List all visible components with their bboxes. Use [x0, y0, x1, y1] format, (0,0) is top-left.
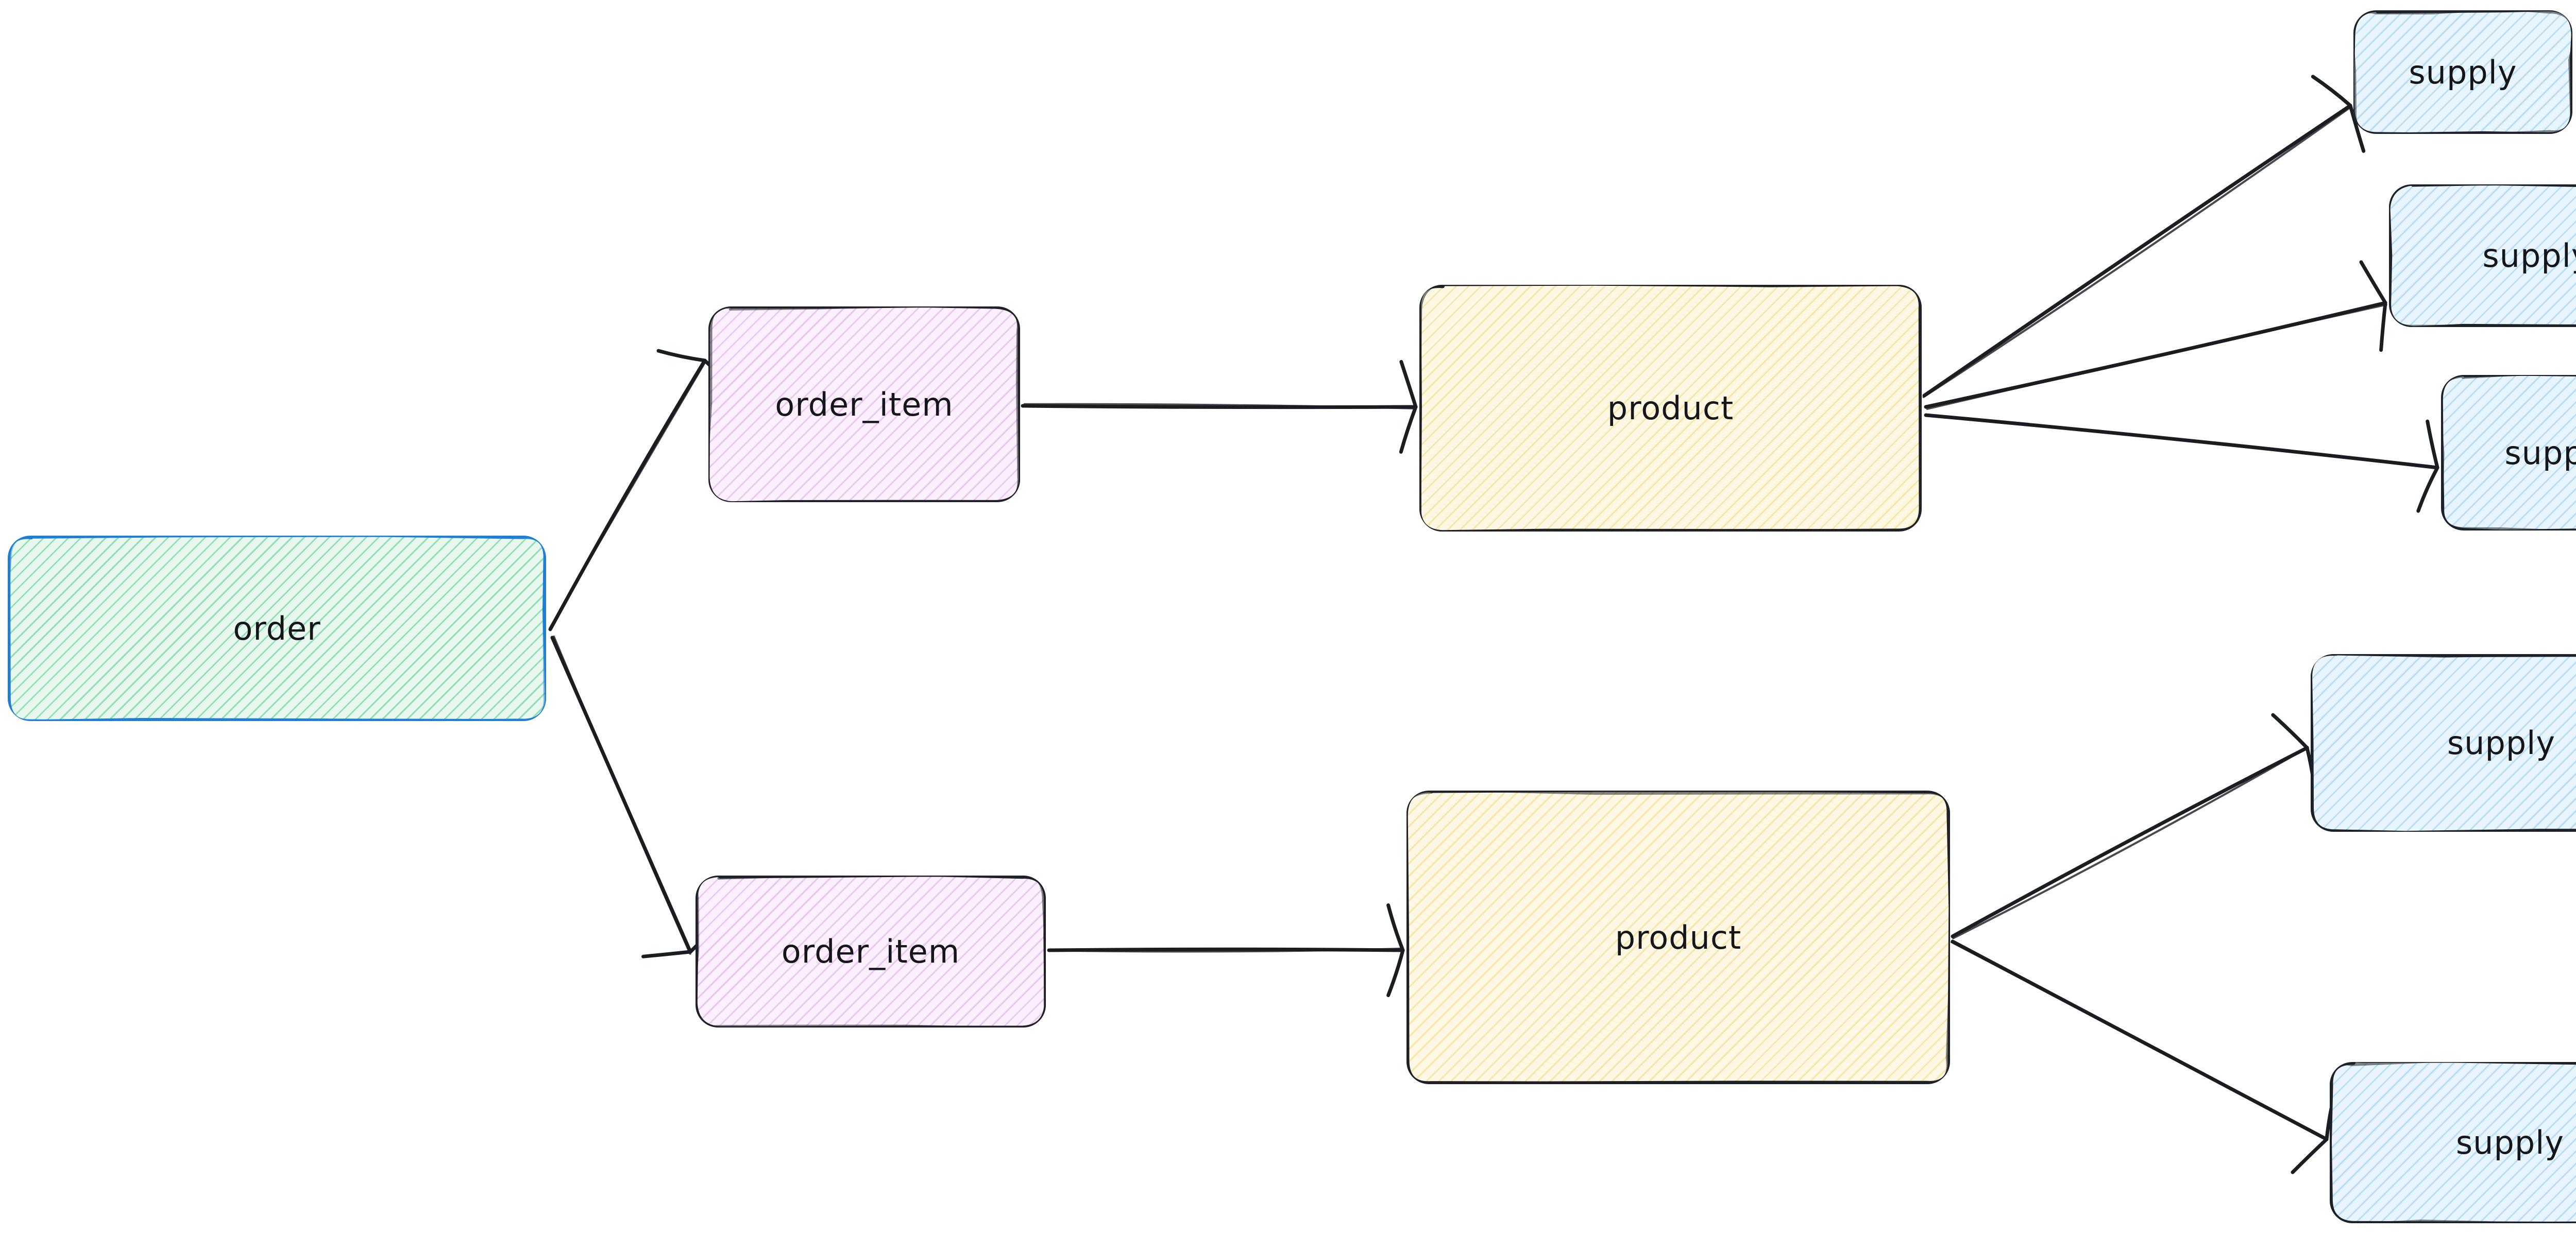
node-supply_2[interactable]: supply — [2389, 184, 2576, 327]
arrowhead-barb — [2379, 301, 2387, 352]
arrowhead-barb — [1399, 405, 1418, 454]
arrowhead-barb — [641, 950, 692, 958]
arrowhead-barb — [2271, 713, 2309, 750]
node-order_item_2[interactable]: order_item — [696, 876, 1046, 1028]
arrowhead-barb — [2291, 1137, 2329, 1174]
node-supply_5[interactable]: supply — [2330, 1062, 2576, 1223]
edge-order-to-order_item_2[interactable] — [550, 636, 728, 958]
node-label: supply — [2409, 53, 2517, 91]
node-label: product — [1615, 918, 1742, 956]
edge-order_item_2-to-product_2[interactable] — [1047, 903, 1405, 997]
node-label: supply — [2447, 724, 2556, 762]
arrowhead-barb — [2416, 466, 2439, 513]
node-label: order_item — [781, 933, 960, 970]
node-supply_4[interactable]: supply — [2311, 654, 2576, 832]
edge-order_item_1-to-product_1[interactable] — [1021, 359, 1418, 454]
node-label: supply — [2455, 1124, 2565, 1161]
arrowhead-barb — [2426, 419, 2439, 470]
arrowhead-barb — [1399, 359, 1418, 409]
edge-product_2-to-supply_4[interactable] — [1951, 713, 2317, 939]
edge-product_2-to-supply_5[interactable] — [1951, 939, 2337, 1174]
edge-product_1-to-supply_2[interactable] — [1924, 260, 2387, 410]
arrowhead-barb — [1386, 903, 1405, 952]
arrowhead-barb — [1386, 948, 1405, 997]
node-supply_3[interactable]: supply — [2441, 375, 2576, 530]
node-label: order_item — [775, 385, 954, 423]
node-label: product — [1607, 389, 1734, 427]
node-product_1[interactable]: product — [1419, 285, 1922, 532]
node-label: order — [233, 609, 321, 647]
arrowhead-barb — [656, 349, 707, 363]
edge-product_1-to-supply_1[interactable] — [1922, 75, 2366, 398]
node-order_item_1[interactable]: order_item — [708, 306, 1020, 502]
arrowhead-barb — [2359, 260, 2387, 305]
node-label: supply — [2504, 434, 2576, 472]
edge-product_1-to-supply_3[interactable] — [1924, 413, 2439, 513]
node-label: supply — [2482, 237, 2576, 275]
node-order[interactable]: order — [8, 536, 546, 721]
node-product_2[interactable]: product — [1406, 791, 1950, 1084]
node-supply_1[interactable]: supply — [2353, 10, 2572, 134]
arrowhead-barb — [2311, 75, 2352, 108]
